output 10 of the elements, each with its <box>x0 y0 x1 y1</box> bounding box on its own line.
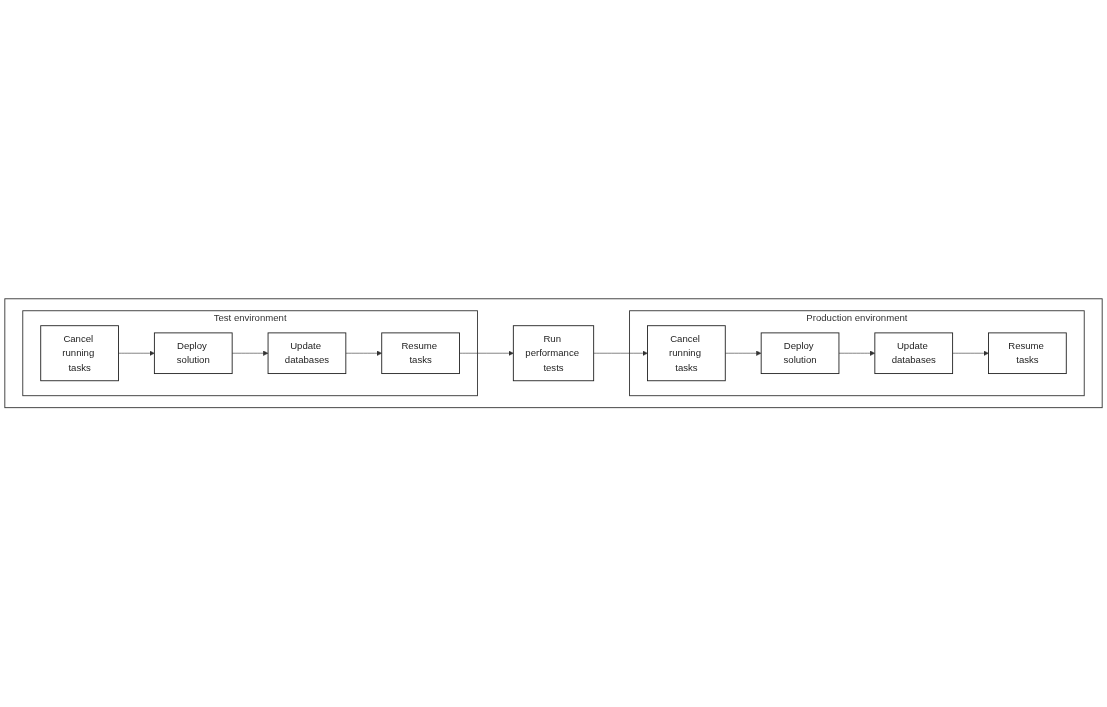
node-box: Cancel running tasks <box>40 325 119 382</box>
node-box: Resume tasks <box>381 332 460 375</box>
cluster <box>4 298 1103 409</box>
node-box: Update databases <box>267 332 347 375</box>
node-box: Cancel running tasks <box>647 325 726 382</box>
node-box: Update databases <box>874 332 954 375</box>
node-box: Resume tasks <box>988 332 1067 375</box>
node-box: Deploy solution <box>760 332 840 375</box>
node-box: Deploy solution <box>153 332 233 375</box>
node-box: Run performance tests <box>512 325 595 382</box>
